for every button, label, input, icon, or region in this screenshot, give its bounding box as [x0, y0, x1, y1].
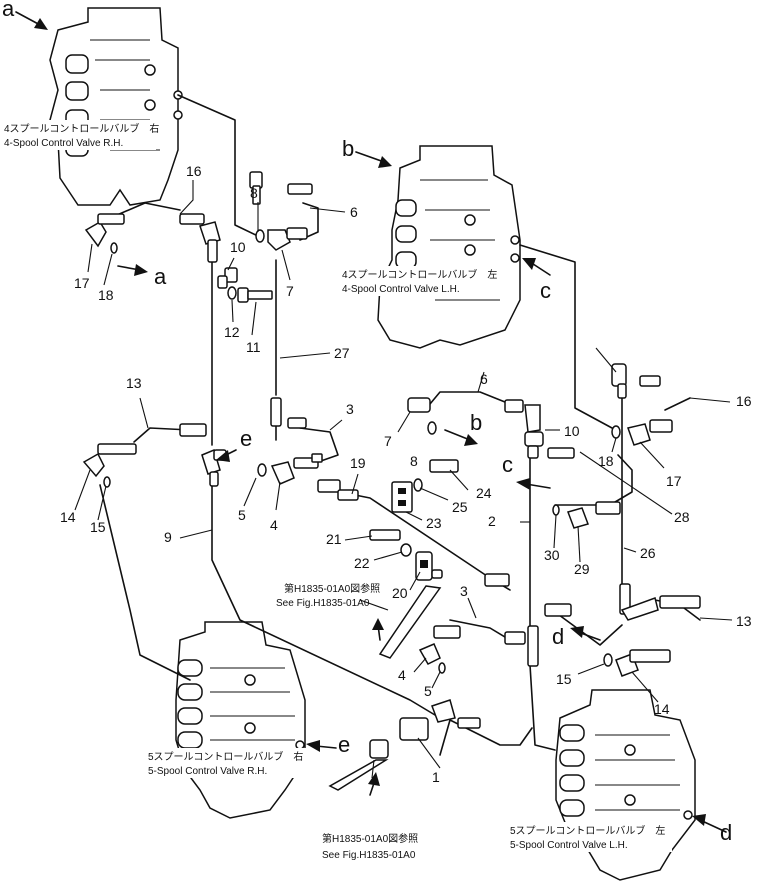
part-number: 30: [544, 547, 560, 563]
valve-4spool-rh: [49, 7, 183, 206]
part-number: 16: [736, 393, 752, 409]
letter-label: c: [540, 278, 551, 303]
valve-caption-en: 5-Spool Control Valve R.H.: [148, 766, 267, 777]
part-number: 4: [270, 517, 278, 533]
letter-label: a: [154, 264, 167, 289]
valve-caption-en: 5-Spool Control Valve L.H.: [510, 840, 628, 851]
part-number: 3: [460, 583, 468, 599]
part-number: 8: [250, 185, 258, 201]
valve-caption-jp: 5スプールコントロールバルブ 右: [148, 750, 303, 763]
letter-label: a: [2, 0, 15, 21]
figure-ref-jp: 第H1835-01A0図参照: [284, 582, 380, 595]
valve-caption-jp: 4スプールコントロールバルブ 右: [4, 122, 159, 135]
part-number: 10: [230, 239, 246, 255]
valve-caption-en: 4-Spool Control Valve L.H.: [342, 284, 460, 295]
letter-label: c: [502, 452, 513, 477]
part-number: 24: [476, 485, 492, 501]
letter-label: e: [240, 426, 252, 451]
part-number: 18: [598, 453, 614, 469]
valve-caption-jp: 4スプールコントロールバルブ 左: [342, 268, 497, 281]
part-number: 20: [392, 585, 408, 601]
leader-lines: [15, 11, 733, 833]
part-number: 14: [654, 701, 670, 717]
part-number: 17: [74, 275, 90, 291]
part-number: 27: [334, 345, 350, 361]
part-numbers: 16 8 6 17 18 10 7 12 11 27 13 3 e 7 8 6 …: [60, 163, 752, 785]
part-number: 26: [640, 545, 656, 561]
letter-label: e: [338, 732, 350, 757]
part-number: 9: [164, 529, 172, 545]
part-number: 5: [238, 507, 246, 523]
valve-caption-jp: 5スプールコントロールバルブ 左: [510, 824, 665, 837]
part-number: 19: [350, 455, 366, 471]
part-number: 18: [98, 287, 114, 303]
part-number: 5: [424, 683, 432, 699]
letter-label: b: [470, 410, 482, 435]
part-number: 8: [410, 453, 418, 469]
part-number: 13: [126, 375, 142, 391]
part-number: 29: [574, 561, 590, 577]
part-number: 21: [326, 531, 342, 547]
part-number: 17: [666, 473, 682, 489]
figure-ref-en: See Fig.H1835-01A0: [322, 850, 416, 861]
letter-label: d: [552, 624, 564, 649]
valve-4spool-lh: [377, 145, 521, 349]
fittings: [82, 171, 701, 791]
part-number: 25: [452, 499, 468, 515]
part-number: 6: [480, 371, 488, 387]
valve-5spool-rh: [175, 621, 306, 819]
part-number: 23: [426, 515, 442, 531]
part-number: 3: [346, 401, 354, 417]
part-number: 10: [564, 423, 580, 439]
part-number: 22: [354, 555, 370, 571]
part-number: 14: [60, 509, 76, 525]
part-number: 11: [246, 339, 261, 355]
figure-ref-jp: 第H1835-01A0図参照: [322, 832, 418, 845]
part-number: 16: [186, 163, 202, 179]
part-number: 28: [674, 509, 690, 525]
part-number: 13: [736, 613, 752, 629]
part-number: 15: [556, 671, 572, 687]
part-number: 6: [350, 204, 358, 220]
connection-letters: a a b b c c d d e: [2, 0, 732, 845]
letter-label: b: [342, 136, 354, 161]
valve-captions: 4スプールコントロールバルブ 右 4-Spool Control Valve R…: [0, 120, 672, 861]
letter-label: d: [720, 820, 732, 845]
part-number: 4: [398, 667, 406, 683]
part-number: 12: [224, 324, 240, 340]
valve-caption-en: 4-Spool Control Valve R.H.: [4, 138, 123, 149]
part-number: 7: [384, 433, 392, 449]
figure-ref-en: See Fig.H1835-01A0: [276, 598, 370, 609]
part-number: 2: [488, 513, 496, 529]
part-number: 15: [90, 519, 106, 535]
part-number: 1: [432, 769, 440, 785]
part-number: 7: [286, 283, 294, 299]
